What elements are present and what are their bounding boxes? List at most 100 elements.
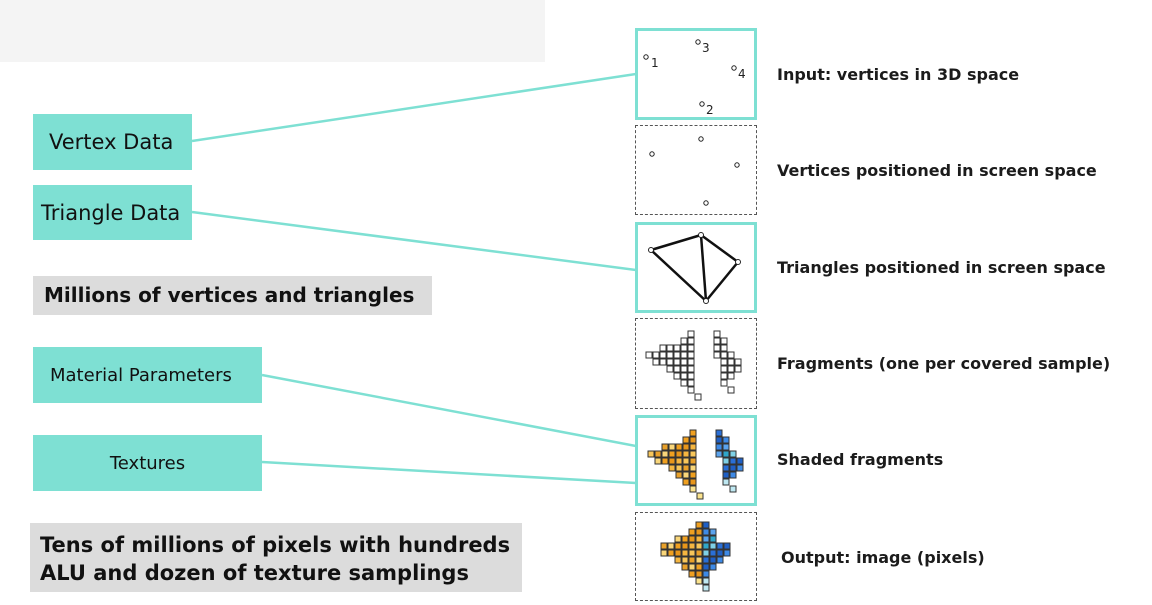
fragment-cell xyxy=(659,344,667,352)
output-pixel xyxy=(723,542,731,550)
shaded-fragment-cell xyxy=(675,464,683,472)
fragment-cell xyxy=(727,351,735,359)
vertex-point xyxy=(643,54,649,60)
fragment-cell xyxy=(680,351,688,359)
panel-screen-vertices xyxy=(635,125,757,215)
shaded-fragment-cell xyxy=(654,450,662,458)
shaded-fragment-cell xyxy=(722,450,730,458)
shaded-fragment-cell xyxy=(722,436,730,444)
vertex-point xyxy=(734,162,740,168)
fragment-cell xyxy=(687,351,695,359)
vertex-label-3: 3 xyxy=(702,41,710,55)
fragment-cell xyxy=(652,358,660,366)
fragment-cell xyxy=(680,344,688,352)
fragment-cell xyxy=(680,372,688,380)
output-pixel xyxy=(702,584,710,592)
tens-note-line2: ALU and dozen of texture samplings xyxy=(40,561,469,585)
fragment-cell xyxy=(673,365,681,373)
output-pixel xyxy=(660,549,668,557)
output-pixel xyxy=(674,542,682,550)
fragment-cell xyxy=(713,330,721,338)
shaded-fragment-cell xyxy=(647,450,655,458)
fragment-cell xyxy=(680,365,688,373)
stage-label-input: Input: vertices in 3D space xyxy=(777,65,1020,84)
connector-vertex-data xyxy=(191,72,637,143)
fragment-cell xyxy=(713,337,721,345)
vertex-point xyxy=(731,65,737,71)
output-pixel xyxy=(681,563,689,571)
stage-label-fragments: Fragments (one per covered sample) xyxy=(777,354,1111,373)
fragment-cell xyxy=(680,379,688,387)
shaded-fragment-cell xyxy=(715,436,723,444)
output-pixel xyxy=(709,556,717,564)
vertex-data-label: Vertex Data xyxy=(49,130,174,154)
output-pixel xyxy=(695,521,703,529)
shaded-fragment-cell xyxy=(715,443,723,451)
output-pixel xyxy=(688,549,696,557)
stage-label-screen-vertices: Vertices positioned in screen space xyxy=(777,161,1097,180)
output-pixel xyxy=(681,535,689,543)
output-pixel xyxy=(660,542,668,550)
shaded-fragment-cell xyxy=(668,443,676,451)
fragment-cell xyxy=(727,365,735,373)
fragment-cell xyxy=(666,358,674,366)
output-pixel xyxy=(709,542,717,550)
shaded-fragment-cell xyxy=(661,450,669,458)
output-pixel xyxy=(695,556,703,564)
fragment-cell xyxy=(734,365,742,373)
output-pixel xyxy=(709,563,717,571)
shaded-fragment-cell xyxy=(729,471,737,479)
fragment-cell xyxy=(673,358,681,366)
shaded-fragment-cell xyxy=(722,464,730,472)
textures-box: Textures xyxy=(33,435,262,491)
fragment-cell xyxy=(727,358,735,366)
output-pixel xyxy=(702,542,710,550)
shaded-fragment-cell xyxy=(689,450,697,458)
millions-note: Millions of vertices and triangles xyxy=(33,276,432,315)
fragment-cell xyxy=(687,386,695,394)
triangle-data-box: Triangle Data xyxy=(33,185,192,240)
fragment-cell xyxy=(734,358,742,366)
fragment-cell xyxy=(713,344,721,352)
shaded-fragment-cell xyxy=(668,450,676,458)
output-pixel xyxy=(695,577,703,585)
vertex-point xyxy=(695,39,701,45)
output-pixel xyxy=(681,556,689,564)
material-parameters-box: Material Parameters xyxy=(33,347,262,403)
fragment-cell xyxy=(687,344,695,352)
panel-input-vertices: 1 2 3 4 xyxy=(635,28,757,120)
tens-note: Tens of millions of pixels with hundreds… xyxy=(30,523,522,592)
fragment-cell xyxy=(687,330,695,338)
shaded-fragment-cell xyxy=(682,450,690,458)
output-pixel xyxy=(688,535,696,543)
vertex-point xyxy=(649,151,655,157)
output-pixel xyxy=(681,549,689,557)
output-pixel xyxy=(688,570,696,578)
shaded-fragment-cell xyxy=(661,457,669,465)
fragment-cell xyxy=(666,365,674,373)
shaded-fragment-cell xyxy=(736,464,744,472)
vertex-label-1: 1 xyxy=(651,56,659,70)
shaded-fragment-cell xyxy=(675,457,683,465)
fragment-cell xyxy=(687,372,695,380)
output-pixel xyxy=(695,563,703,571)
tens-note-line1: Tens of millions of pixels with hundreds xyxy=(40,533,511,557)
fragment-cell xyxy=(720,372,728,380)
panel-fragments xyxy=(635,318,757,409)
triangle-shape xyxy=(700,233,740,302)
vertex-point xyxy=(699,101,705,107)
fragment-cell xyxy=(720,351,728,359)
shaded-fragment-cell xyxy=(675,450,683,458)
output-pixel xyxy=(716,549,724,557)
vertex-point xyxy=(648,247,654,253)
panel-output-image xyxy=(635,512,757,601)
shaded-fragment-cell xyxy=(675,471,683,479)
output-pixel xyxy=(674,549,682,557)
shaded-fragment-cell xyxy=(682,457,690,465)
shaded-fragment-cell xyxy=(654,457,662,465)
output-pixel xyxy=(702,549,710,557)
shaded-fragment-cell xyxy=(729,450,737,458)
fragment-cell xyxy=(720,365,728,373)
output-pixel xyxy=(709,528,717,536)
output-pixel xyxy=(723,549,731,557)
